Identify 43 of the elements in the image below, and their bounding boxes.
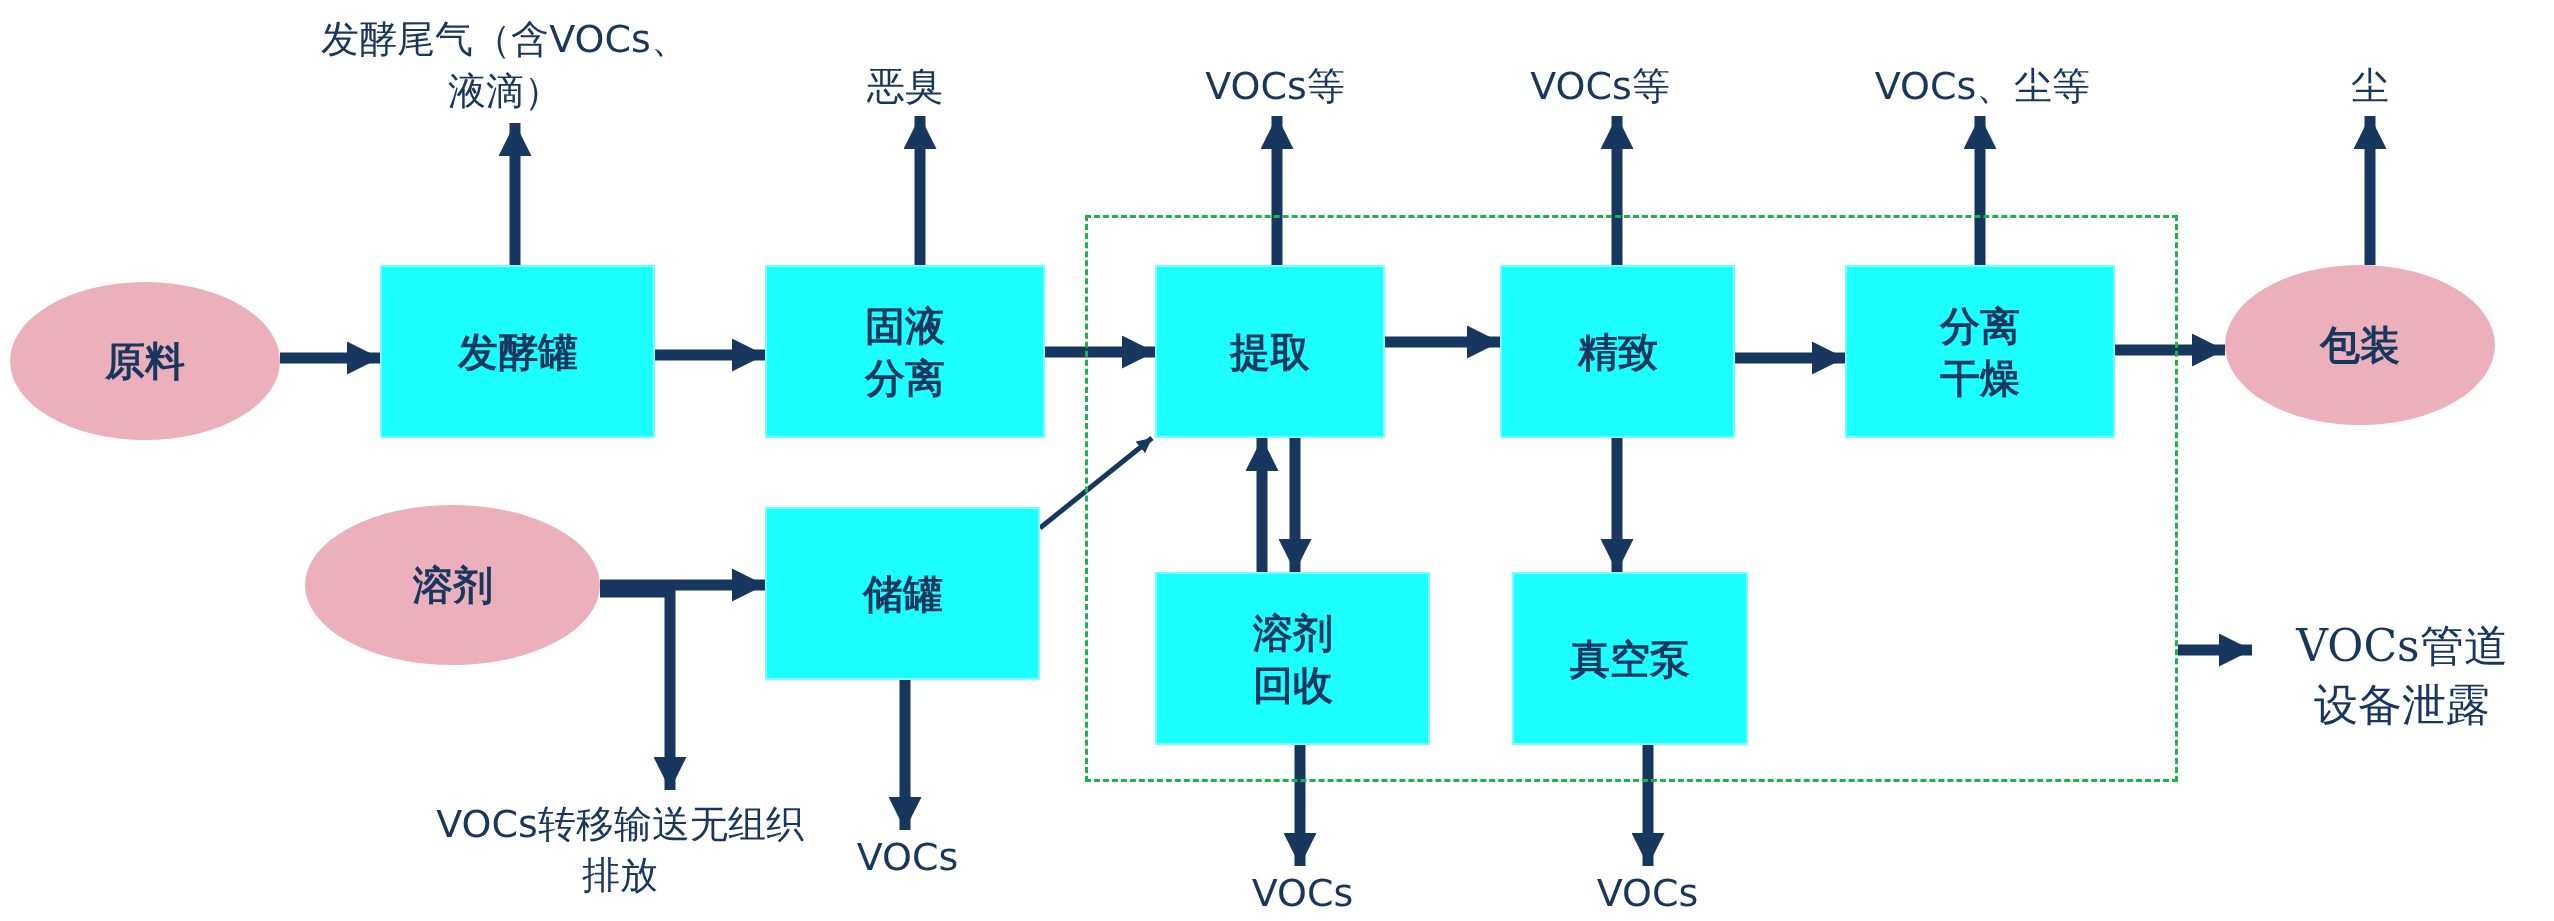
arrow [1600,116,1634,265]
arrow [498,123,532,265]
process-box [1155,265,1385,438]
arrow [903,116,937,265]
arrow [1963,116,1997,265]
arrow [280,341,380,375]
process-box [765,265,1045,438]
box-label: 精致 [1577,326,1658,377]
arrow [600,568,765,602]
emission-label: VOCs转移输送无组织排放 [435,800,805,899]
process-box [1845,265,2115,438]
box-label: 储罐 [862,568,943,619]
process-box [1155,572,1430,745]
box-label: 提取 [1230,326,1310,377]
box-label: 固液分离 [863,300,946,403]
process-box [380,265,655,438]
box-label: 分离干燥 [1938,300,2021,403]
box-label: 真空泵 [1570,633,1690,684]
arrow [1245,438,1279,572]
box-label: 包装 [2320,320,2400,370]
arrow [1600,438,1634,572]
arrow [1735,341,1845,375]
emission-label: VOCs管道设备泄露 [2294,618,2509,732]
arrow [1045,335,1155,369]
arrow [2178,633,2252,667]
process-box [765,507,1040,680]
arrow [2353,116,2387,265]
arrow [1260,116,1294,265]
process-box [1500,265,1735,438]
box-label: 发酵罐 [456,326,579,377]
arrow [1385,325,1500,359]
box-label: 溶剂回收 [1251,607,1334,710]
arrow [1631,745,1665,866]
arrow [1278,438,1312,572]
emission-label: 发酵尾气（含VOCs、液滴） [320,16,690,115]
arrow [655,338,765,372]
arrow [1283,745,1317,866]
process-box [1512,572,1748,745]
arrow [888,680,922,830]
box-label: 溶剂 [412,560,493,610]
dashed-boundary [1085,215,2178,782]
arrow [2115,333,2225,367]
box-label: 原料 [105,336,185,386]
